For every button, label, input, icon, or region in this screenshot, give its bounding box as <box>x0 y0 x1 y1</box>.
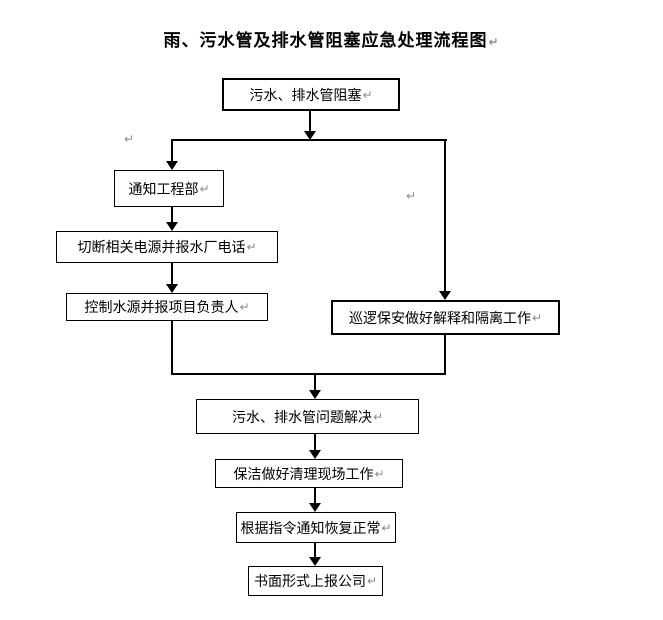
arrow-down-icon <box>309 503 321 512</box>
edge-blockage-down <box>309 111 311 132</box>
paragraph-mark-icon: ↵ <box>531 310 543 325</box>
arrow-down-icon <box>304 131 316 140</box>
flow-node-label: 通知工程部 <box>128 182 199 198</box>
paragraph-mark-icon: ↵ <box>246 240 257 254</box>
arrow-down-icon <box>439 291 451 300</box>
flow-node-site-cleaning: 保洁做好清理现场工作↵ <box>215 459 403 488</box>
edge-cutpower-to-controlwater <box>171 263 173 285</box>
arrow-down-icon <box>309 390 321 399</box>
paragraph-mark-icon: ↵ <box>366 574 378 588</box>
flow-node-notify-engineering: 通知工程部↵ <box>114 170 224 207</box>
edge-merge-to-solved <box>314 375 316 391</box>
paragraph-mark-icon: ↵ <box>124 132 135 146</box>
edge-security-to-merge <box>444 335 446 374</box>
edge-notify-to-cutpower <box>171 207 173 223</box>
paragraph-mark-icon: ↵ <box>406 189 417 203</box>
edge-merge-bar <box>171 373 446 375</box>
flow-node-label: 污水、排水管问题解决 <box>231 410 372 426</box>
edge-split-to-security <box>444 141 446 292</box>
paragraph-mark-icon: ↵ <box>381 520 392 535</box>
flow-node-label: 巡逻保安做好解释和隔离工作 <box>348 311 531 327</box>
arrow-down-icon <box>309 450 321 459</box>
flow-node-restore-normal: 根据指令通知恢复正常↵ <box>236 512 396 543</box>
flow-node-cut-power: 切断相关电源并报水厂电话↵ <box>56 231 278 263</box>
flow-node-label: 控制水源并报项目负责人 <box>84 301 239 316</box>
edge-controlwater-to-merge <box>171 321 173 374</box>
arrow-down-icon <box>309 557 321 566</box>
flow-node-label: 保洁做好清理现场工作 <box>233 467 374 483</box>
flow-node-control-water: 控制水源并报项目负责人↵ <box>66 293 268 321</box>
edge-split-to-notify <box>171 141 173 162</box>
paragraph-mark-icon: ↵ <box>362 87 373 102</box>
edge-split-bar <box>171 139 447 141</box>
paragraph-mark-icon: ↵ <box>239 300 250 314</box>
flow-node-label: 切断相关电源并报水厂电话 <box>77 241 246 256</box>
flow-node-label: 根据指令通知恢复正常 <box>240 521 381 537</box>
paragraph-mark-icon: ↵ <box>374 466 385 481</box>
edge-restore-to-report <box>314 543 316 558</box>
paragraph-mark-icon: ↵ <box>199 181 210 196</box>
paragraph-mark-icon: ↵ <box>488 35 500 49</box>
flow-node-label: 书面形式上报公司 <box>253 575 366 590</box>
edge-cleaning-to-restore <box>314 488 316 504</box>
flow-node-blockage: 污水、排水管阻塞↵ <box>222 78 400 111</box>
arrow-down-icon <box>166 161 178 170</box>
flow-node-written-report: 书面形式上报公司↵ <box>248 566 383 596</box>
edge-solved-to-cleaning <box>314 434 316 451</box>
flow-node-security-isolation: 巡逻保安做好解释和隔离工作↵ <box>331 300 560 335</box>
page-title: 雨、污水管及排水管阻塞应急处理流程图↵ <box>163 31 500 50</box>
arrow-down-icon <box>166 284 178 293</box>
paragraph-mark-icon: ↵ <box>372 409 384 424</box>
flow-node-label: 污水、排水管阻塞 <box>249 88 362 104</box>
arrow-down-icon <box>166 222 178 231</box>
flow-node-problem-solved: 污水、排水管问题解决↵ <box>196 399 419 434</box>
